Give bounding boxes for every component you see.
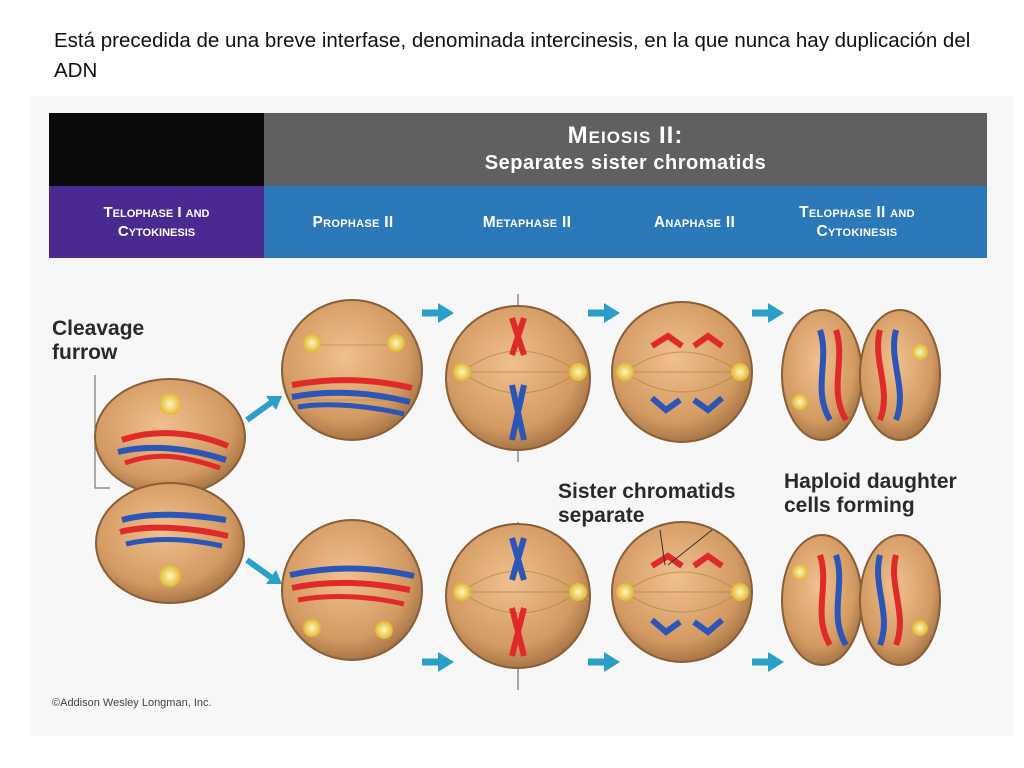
arrow-icon — [245, 399, 274, 423]
arrow-icon — [438, 652, 454, 672]
arrow-icon — [604, 303, 620, 323]
centrosome-icon — [792, 394, 808, 410]
label-sister-chromatids-separate: Sister chromatids separate — [558, 480, 736, 527]
phase-telophase-ii: Telophase II and Cytokinesis — [799, 204, 915, 240]
centrosome-icon — [912, 620, 928, 636]
metaphase-ii-cell-top — [445, 305, 591, 451]
centrosome-icon — [569, 363, 587, 381]
arrow-icon — [266, 396, 282, 410]
phase-prophase-ii: Prophase II — [312, 213, 394, 231]
centrosome-icon — [159, 393, 181, 415]
arrow-icon — [438, 303, 454, 323]
anaphase-ii-cell-bottom — [611, 521, 753, 663]
arrow-icon — [266, 570, 282, 584]
centrosome-icon — [792, 564, 808, 580]
copyright-credit: ©Addison Wesley Longman, Inc. — [52, 697, 212, 709]
centrosome-icon — [303, 334, 321, 352]
furrow-leader-line — [94, 375, 110, 489]
header-black-block — [49, 113, 264, 186]
sister-chromatids-leader-line — [659, 529, 713, 566]
phase-anaphase-ii: Anaphase II — [653, 213, 736, 231]
header-title: Meiosis II: — [567, 122, 684, 149]
prophase-ii-cell-top — [281, 299, 423, 441]
header-subtitle: Separates sister chromatids — [484, 152, 767, 174]
arrow-icon — [604, 652, 620, 672]
centrosome-icon — [616, 583, 634, 601]
header-telophase-i: Telophase I and Cytokinesis — [49, 186, 264, 258]
header-telophase-i-label: Telophase I and Cytokinesis — [103, 204, 210, 240]
centrosome-icon — [569, 583, 587, 601]
centrosome-icon — [159, 565, 181, 587]
centrosome-icon — [616, 363, 634, 381]
arrow-icon — [768, 303, 784, 323]
centrosome-icon — [303, 619, 321, 637]
centrosome-icon — [453, 363, 471, 381]
label-cleavage-furrow: Cleavage furrow — [52, 317, 145, 364]
centrosome-icon — [731, 363, 749, 381]
arrow-icon — [245, 557, 274, 581]
header-meiosis-ii: Meiosis II: Separates sister chromatids — [264, 113, 987, 186]
telophase-i-cell-bottom — [95, 482, 245, 604]
metaphase-ii-cell-bottom — [445, 523, 591, 669]
anaphase-ii-cell-top — [611, 301, 753, 443]
arrow-icon — [768, 652, 784, 672]
label-haploid-daughter-cells: Haploid daughter cells forming — [784, 470, 957, 517]
centrosome-icon — [731, 583, 749, 601]
centrosome-icon — [387, 334, 405, 352]
centrosome-icon — [375, 621, 393, 639]
header-phases-bar: Prophase II Metaphase II Anaphase II Tel… — [264, 186, 987, 258]
phase-metaphase-ii: Metaphase II — [482, 213, 572, 231]
telophase-ii-cells-bottom — [781, 534, 941, 666]
telophase-i-cell-top — [94, 378, 246, 496]
centrosome-icon — [453, 583, 471, 601]
telophase-ii-cells-top — [781, 309, 941, 441]
centrosome-icon — [912, 344, 928, 360]
slide-caption: Está precedida de una breve interfase, d… — [54, 29, 971, 82]
prophase-ii-cell-bottom — [281, 519, 423, 661]
